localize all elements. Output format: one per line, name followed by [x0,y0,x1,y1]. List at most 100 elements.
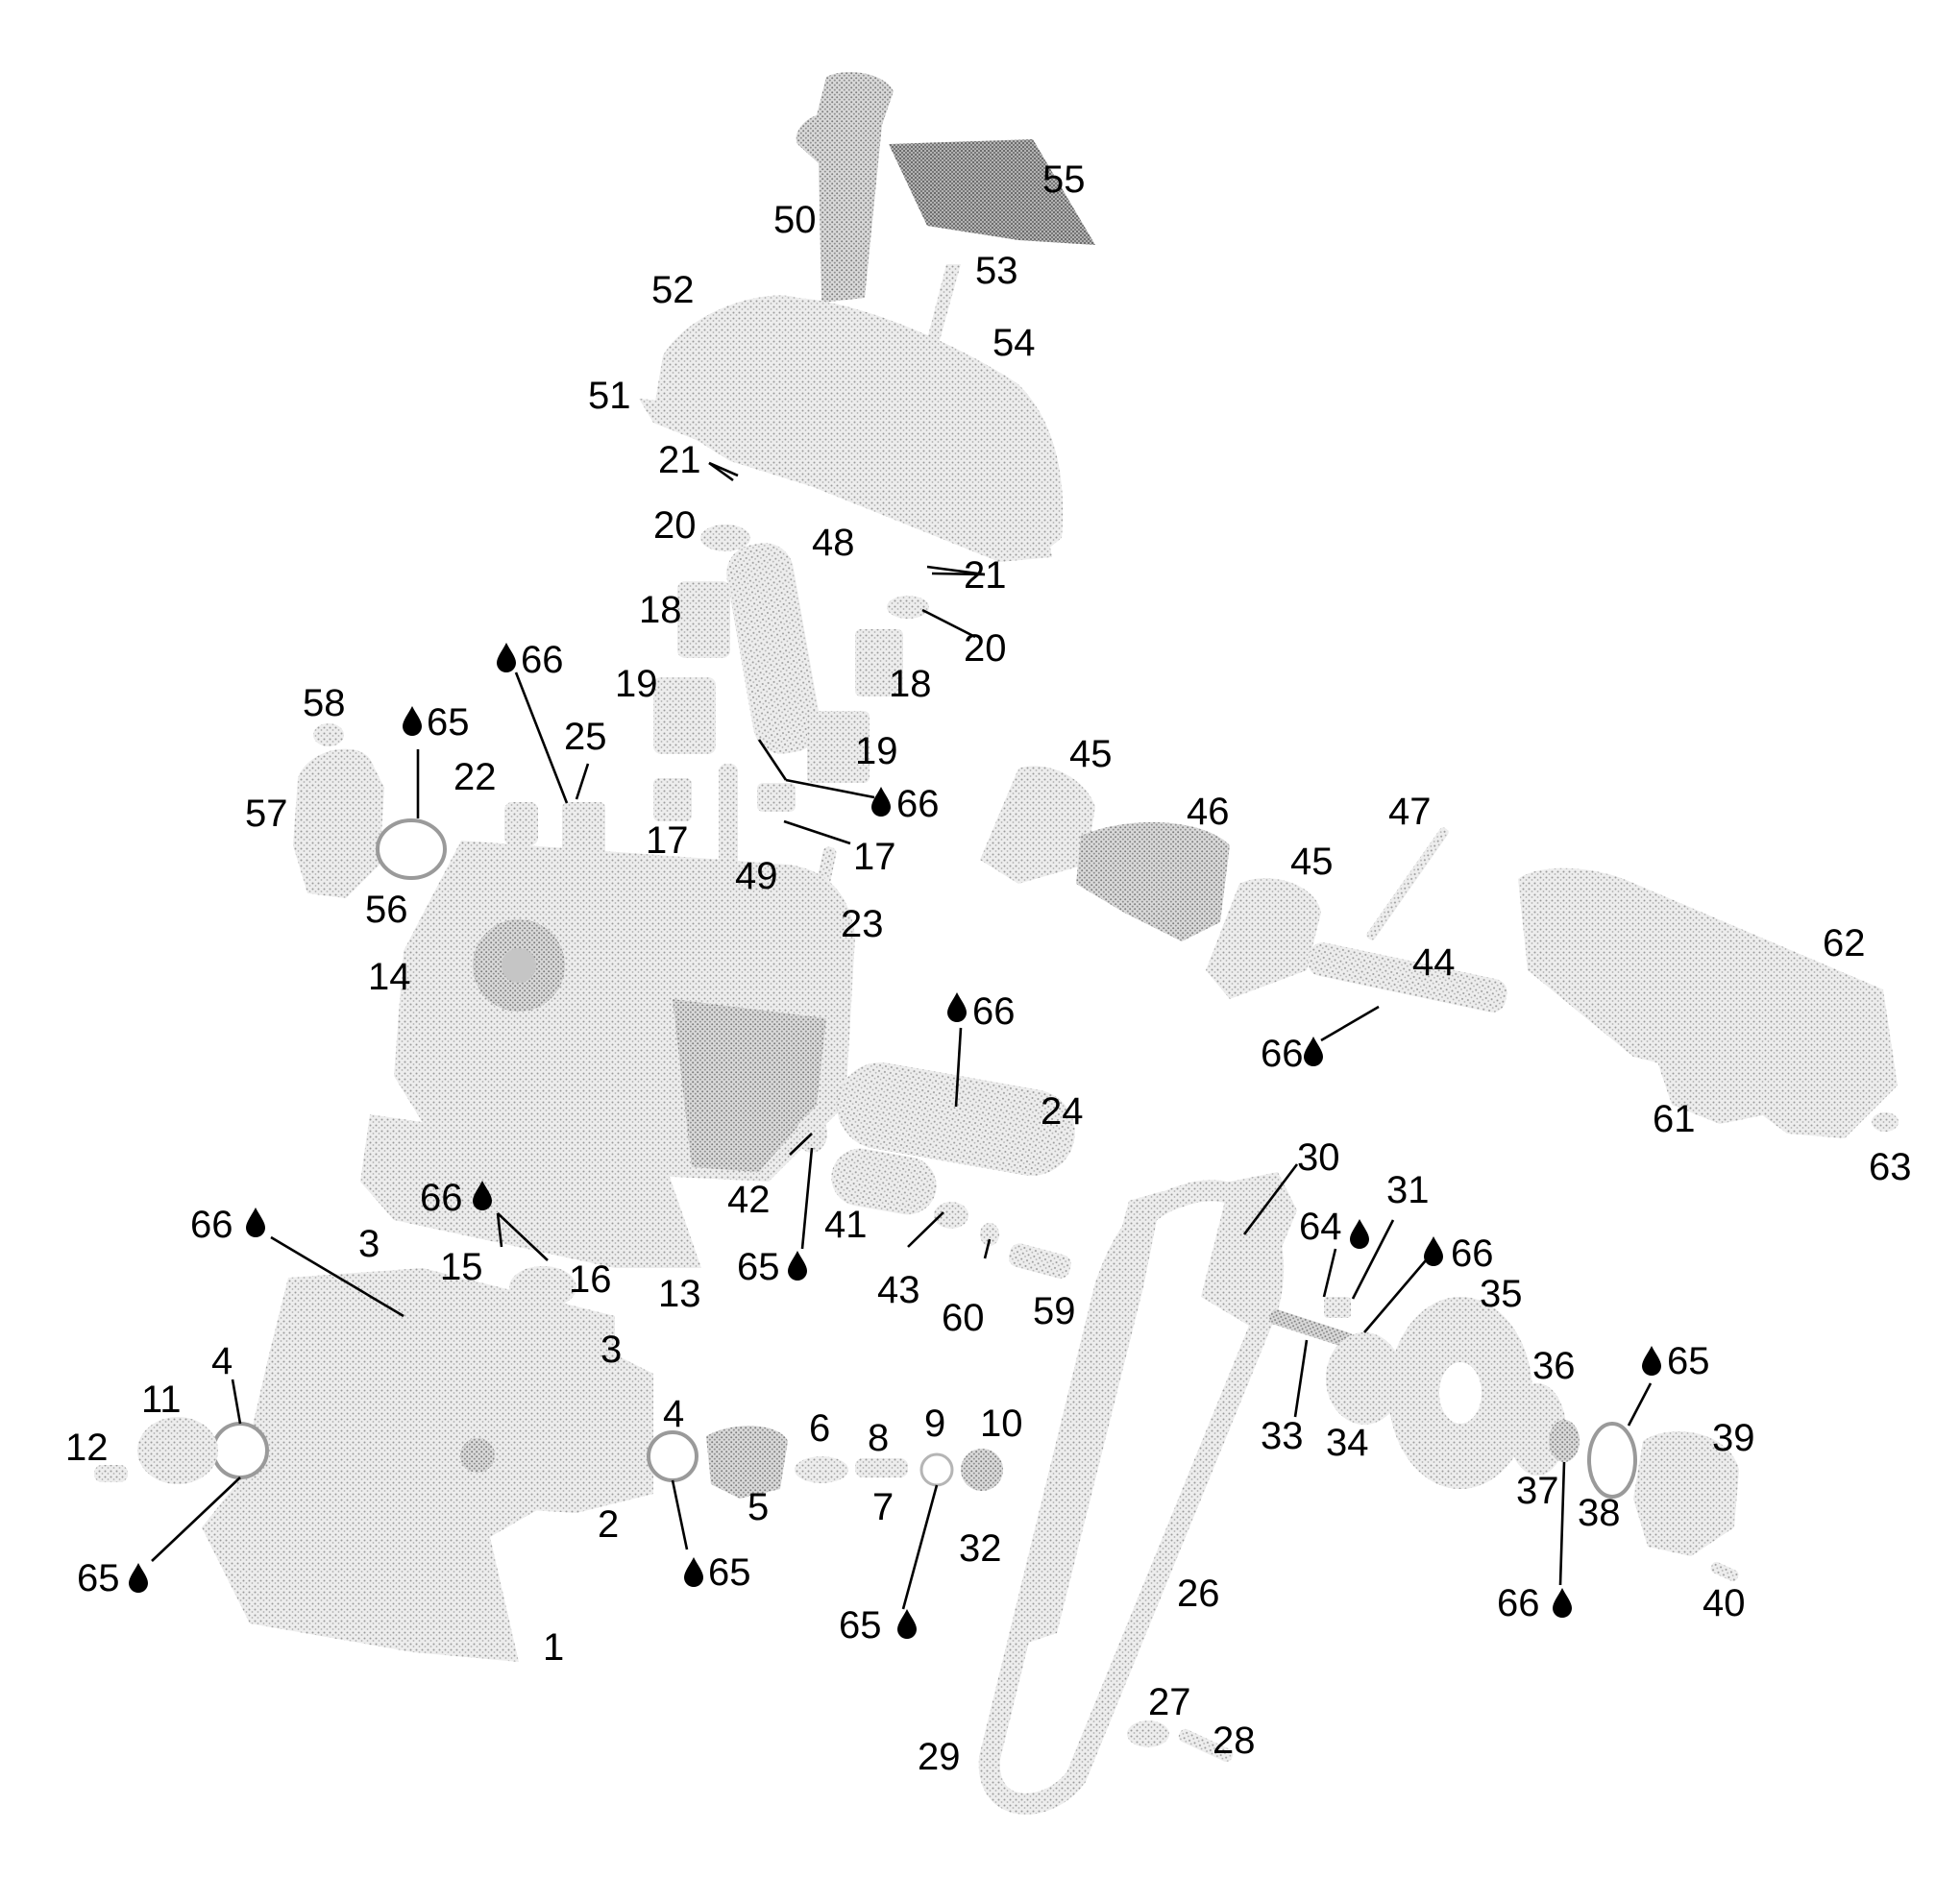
label-part-18b: 18 [889,663,932,705]
label-part-65e: 65 [708,1551,751,1594]
label-part-41: 41 [824,1204,868,1246]
label-part-66h: 66 [1497,1582,1540,1624]
part-45-rocker-left [980,766,1095,884]
part-52-cover [653,295,1064,557]
part-47-pin [1366,827,1449,940]
part-26-chain-guide [1028,1191,1163,1643]
label-part-66d: 66 [1261,1033,1304,1075]
oil-drop-icon [497,643,516,672]
label-part-65c: 65 [1667,1340,1710,1382]
part-40-bolt [1710,1561,1739,1582]
part-64-spacer [1324,1297,1351,1318]
label-part-13: 13 [658,1273,701,1315]
part-20-washer-left [700,525,750,551]
label-part-20a: 20 [653,504,697,547]
part-4-seal-right [647,1430,698,1482]
label-part-20b: 20 [964,627,1007,670]
label-part-1: 1 [543,1626,564,1669]
label-part-66b: 66 [896,783,940,825]
label-part-47: 47 [1388,791,1432,833]
label-part-65a: 65 [427,701,470,744]
part-39-cover [1633,1431,1739,1556]
label-part-7: 7 [872,1486,894,1528]
part-63-plug [1872,1112,1899,1132]
label-part-65d: 65 [77,1557,120,1599]
label-part-33: 33 [1261,1415,1304,1457]
part-45-rocker-right [1206,878,1321,999]
label-part-23: 23 [841,903,884,945]
label-part-9: 9 [924,1403,945,1445]
oil-drop-icon [1553,1588,1572,1618]
label-part-53: 53 [975,250,1018,292]
label-part-10: 10 [980,1403,1023,1445]
part-19-sleeve-left [653,677,716,754]
part-27-bushing [1127,1720,1169,1747]
oil-drop-icon [1424,1236,1443,1266]
oil-drop-icon [897,1609,917,1639]
label-part-21b: 21 [964,554,1007,597]
part-37-nut [1549,1420,1580,1462]
part-49-rod [719,764,738,869]
part-12-bolt [94,1465,128,1482]
part-20-washer-right [887,596,929,619]
part-13-gasket [360,1114,701,1268]
part-58-bolt [313,723,344,746]
part-59-bolt [1008,1243,1071,1279]
label-part-4a: 4 [211,1340,233,1382]
part-5-housing [706,1426,788,1499]
part-50-shift-lever [796,72,894,303]
label-part-22: 22 [453,756,497,798]
oil-drop-icon [246,1208,265,1237]
oil-drop-icon [403,706,422,736]
label-part-5: 5 [747,1486,769,1528]
part-44-shaft [1308,942,1507,1013]
part-9-ring [919,1452,954,1487]
part-18-spring-left [677,581,730,658]
part-46-rocker-arm [1076,822,1230,941]
part-25-sensor [562,802,605,855]
part-14-valve-hole [502,948,536,983]
label-part-29: 29 [918,1736,961,1778]
label-part-8: 8 [868,1417,889,1459]
label-part-51: 51 [588,375,631,417]
label-part-45b: 45 [1290,841,1334,883]
part-33-tensioner-bolt [1269,1309,1354,1348]
part-1-bearing-hole [460,1438,495,1473]
label-part-31: 31 [1386,1169,1430,1211]
part-38-o-ring [1587,1422,1637,1499]
label-part-12: 12 [65,1427,109,1469]
oil-drop-icon [788,1251,807,1281]
label-part-27: 27 [1148,1681,1191,1723]
part-57-housing [293,748,384,898]
part-35-gear-hub [1439,1362,1482,1424]
part-14-shadow [673,999,826,1172]
part-2-crankcase-cover [471,1326,653,1513]
label-part-25: 25 [564,716,607,758]
part-18-spring-right [855,629,903,696]
part-24-camshaft [837,1062,1075,1176]
label-part-66f: 66 [190,1204,233,1246]
part-17-pin-right [757,783,796,812]
label-part-6: 6 [809,1407,830,1450]
label-part-43: 43 [877,1269,920,1311]
leader-lines [151,461,1653,1610]
oil-drop-icon [684,1557,703,1587]
part-11-cover [137,1417,218,1484]
label-part-54: 54 [992,322,1036,364]
label-part-45a: 45 [1069,733,1113,775]
label-part-63: 63 [1869,1146,1912,1188]
label-part-59: 59 [1033,1290,1076,1332]
part-53-bolt [924,264,961,351]
part-51-gasket [639,399,1052,562]
label-part-21a: 21 [658,439,701,481]
label-part-14: 14 [368,956,411,998]
label-part-36: 36 [1532,1345,1576,1387]
label-part-52: 52 [651,269,695,311]
label-part-48: 48 [812,522,855,564]
part-34-sprocket [1326,1332,1403,1425]
oil-drop-icon [871,787,891,817]
label-part-57: 57 [245,793,288,835]
part-62-housing [1518,867,1898,1138]
label-part-61: 61 [1653,1098,1696,1140]
